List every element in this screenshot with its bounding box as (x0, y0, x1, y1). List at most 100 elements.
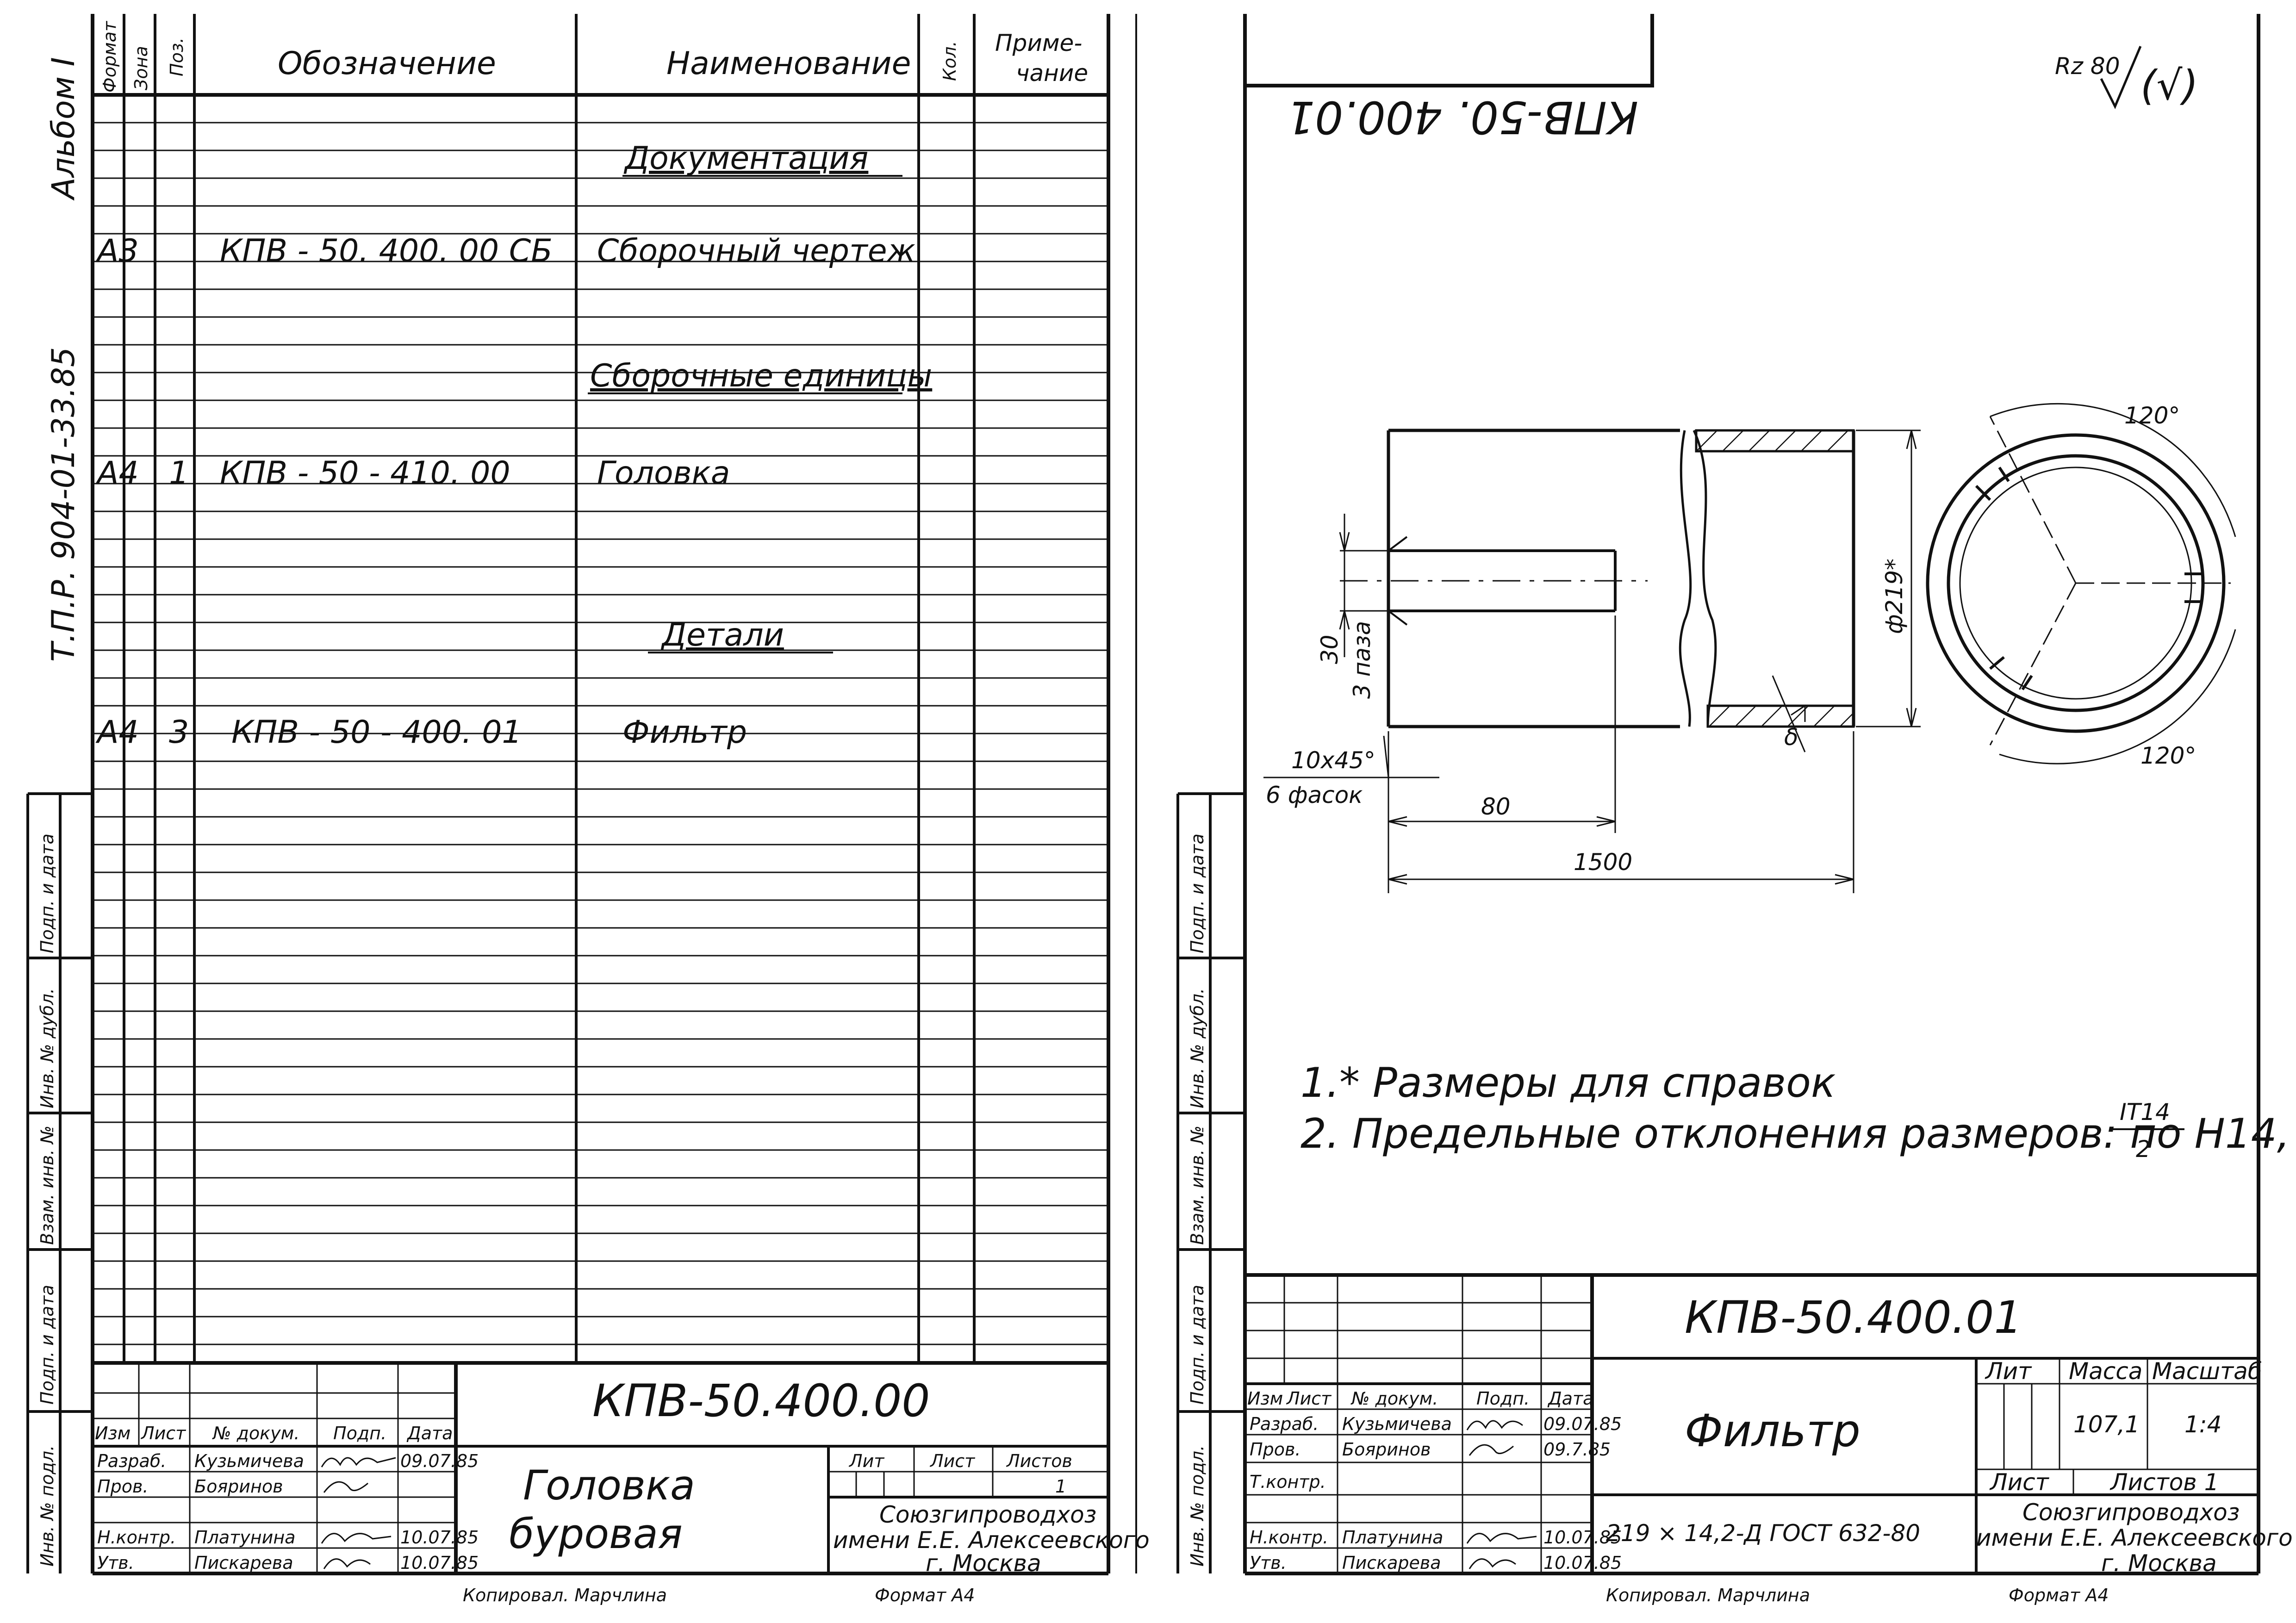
date-ncontrol: 10.07.85 (400, 1527, 479, 1548)
scale-value: 1:4 (2184, 1411, 2221, 1438)
header-name: Наименование (666, 45, 911, 82)
signature-ncontrol (321, 1533, 392, 1544)
header-note-1: Приме- (995, 30, 1082, 56)
sheets-label: Листов 1 (2109, 1469, 2219, 1496)
name-check: Бояринов (1342, 1439, 1431, 1460)
section-assembly-units: Сборочные единицы (590, 358, 932, 394)
side-stamp-sign-date-1: Подп. и дата (1187, 1285, 1207, 1405)
row-name: Сборочный чертеж (597, 233, 915, 269)
signature-ncontrol (1466, 1533, 1537, 1544)
note-fraction-bottom: 2 (2136, 1136, 2151, 1163)
role-tcontrol: Т.контр. (1250, 1472, 1326, 1492)
row-format: А3 (95, 233, 139, 269)
org-line-2: имени Е.Е. Алексеевского (833, 1527, 1150, 1554)
sheet-label: Лист (929, 1451, 976, 1471)
header-designation: Обозначение (278, 45, 496, 82)
side-stamp-replaced-inv: Взам. инв. № (1187, 1126, 1207, 1245)
role-ncontrol: Н.контр. (1250, 1527, 1328, 1548)
name-check: Бояринов (194, 1476, 283, 1497)
sheets-value: 1 (1055, 1476, 1066, 1497)
dim-chamfer-count: 6 фасок (1266, 782, 1363, 808)
title-block-title-2: буровая (509, 1510, 683, 1558)
name-approve: Пискарева (194, 1553, 293, 1573)
note-fraction-top: IT14 (2120, 1099, 2170, 1126)
org-line-3: г. Москва (2101, 1550, 2217, 1577)
date-develop: 09.07.85 (1543, 1414, 1622, 1434)
title-block-code: КПВ-50.400.01 (1685, 1292, 2022, 1343)
date-develop: 09.07.85 (400, 1451, 479, 1471)
row-pos: 1 (169, 455, 189, 491)
copied-by: Копировал. Марчлина (463, 1585, 667, 1605)
dim-angle-bottom: 120° (2140, 742, 2196, 769)
name-develop: Кузьмичева (1342, 1414, 1452, 1434)
note-1: 1.* Размеры для справок (1300, 1059, 1836, 1107)
mass-label: Масса (2069, 1358, 2142, 1385)
header-zone: Зона (131, 46, 151, 90)
roughness-check-icon (2100, 46, 2142, 109)
signature-check (1468, 1444, 1514, 1456)
mass-value: 107,1 (2073, 1411, 2140, 1438)
col-doc: № докум. (1350, 1388, 1438, 1409)
col-doc: № докум. (212, 1423, 299, 1443)
left-sheet (26, 14, 1110, 1575)
dim-slot-length: 80 (1481, 793, 1511, 820)
side-stamp-sign-date-1: Подп. и дата (37, 1285, 57, 1405)
side-stamp-inv-dup: Инв. № дубл. (37, 988, 57, 1108)
col-izm: Изм (1247, 1388, 1283, 1409)
header-note-2: чание (1016, 60, 1088, 87)
row-designation: КПВ - 50 - 400. 01 (231, 714, 522, 751)
role-check: Пров. (1250, 1439, 1300, 1460)
org-line-1: Союзгипроводхоз (879, 1501, 1096, 1528)
role-approve: Утв. (97, 1553, 134, 1573)
copied-by: Копировал. Марчлина (1606, 1585, 1810, 1605)
role-develop: Разраб. (97, 1451, 166, 1471)
album-label: Альбом I (45, 57, 82, 201)
col-sign: Подп. (1476, 1388, 1530, 1409)
row-format: А4 (95, 714, 139, 751)
role-check: Пров. (97, 1476, 148, 1497)
date-approve: 10.07.85 (400, 1553, 479, 1573)
col-date: Дата (1547, 1388, 1593, 1409)
section-parts: Детали (660, 617, 784, 653)
dim-slot-height: 30 (1316, 634, 1343, 664)
note-2: 2. Предельные отклонения размеров: по Н1… (1300, 1110, 2296, 1157)
right-sheet-text: КПВ-50. 400.01 Rz 80 (√) Инв. № подл. По… (1187, 46, 2296, 1605)
name-approve: Пискарева (1342, 1553, 1441, 1573)
scale-label: Масштаб (2152, 1358, 2262, 1385)
role-ncontrol: Н.контр. (97, 1527, 176, 1548)
signature-develop (1466, 1420, 1523, 1430)
row-designation: КПВ - 50. 400. 00 СБ (220, 233, 553, 269)
side-stamp-inv-dup: Инв. № дубл. (1187, 988, 1207, 1108)
signature-approve (1468, 1558, 1516, 1569)
col-izm: Изм (95, 1423, 131, 1443)
org-line-3: г. Москва (926, 1550, 1041, 1577)
name-develop: Кузьмичева (194, 1451, 304, 1471)
name-ncontrol: Платунина (1342, 1527, 1443, 1548)
header-format: Формат (100, 20, 120, 93)
signature-approve (323, 1558, 371, 1569)
lit-label: Лит (1985, 1358, 2032, 1385)
col-sign: Подп. (333, 1423, 386, 1443)
role-develop: Разраб. (1250, 1414, 1319, 1434)
side-stamp-inv-orig: Инв. № подл. (37, 1445, 57, 1567)
format-label: Формат А4 (875, 1585, 975, 1605)
signature-develop (321, 1457, 396, 1468)
dim-diameter: ф219* (1881, 559, 1908, 634)
org-line-2: имени Е.Е. Алексеевского (1976, 1524, 2293, 1551)
side-stamp-sign-date-2: Подп. и дата (1187, 833, 1207, 953)
left-sheet-text: Альбом I Т.П.Р. 904-01-33.85 Инв. № подл… (37, 20, 1150, 1605)
row-name: Головка (597, 455, 730, 491)
org-line-1: Союзгипроводхоз (2022, 1499, 2240, 1526)
dim-chamfer-size: 10х45° (1291, 747, 1375, 774)
roughness-symbol: (√) (2140, 62, 2198, 109)
row-designation: КПВ - 50 - 410. 00 (220, 455, 510, 491)
side-stamp-replaced-inv: Взам. инв. № (37, 1126, 57, 1245)
section-documentation: Документация (623, 140, 868, 177)
right-sheet (1135, 14, 2260, 1575)
header-qty: Кол. (940, 41, 960, 81)
date-ncontrol: 10.07.85 (1543, 1527, 1622, 1548)
title-block-code: КПВ-50.400.00 (592, 1375, 930, 1427)
roughness-value: Rz 80 (2055, 53, 2120, 80)
title-block-title-1: Головка (523, 1461, 695, 1509)
lit-label: Лит (848, 1451, 885, 1471)
